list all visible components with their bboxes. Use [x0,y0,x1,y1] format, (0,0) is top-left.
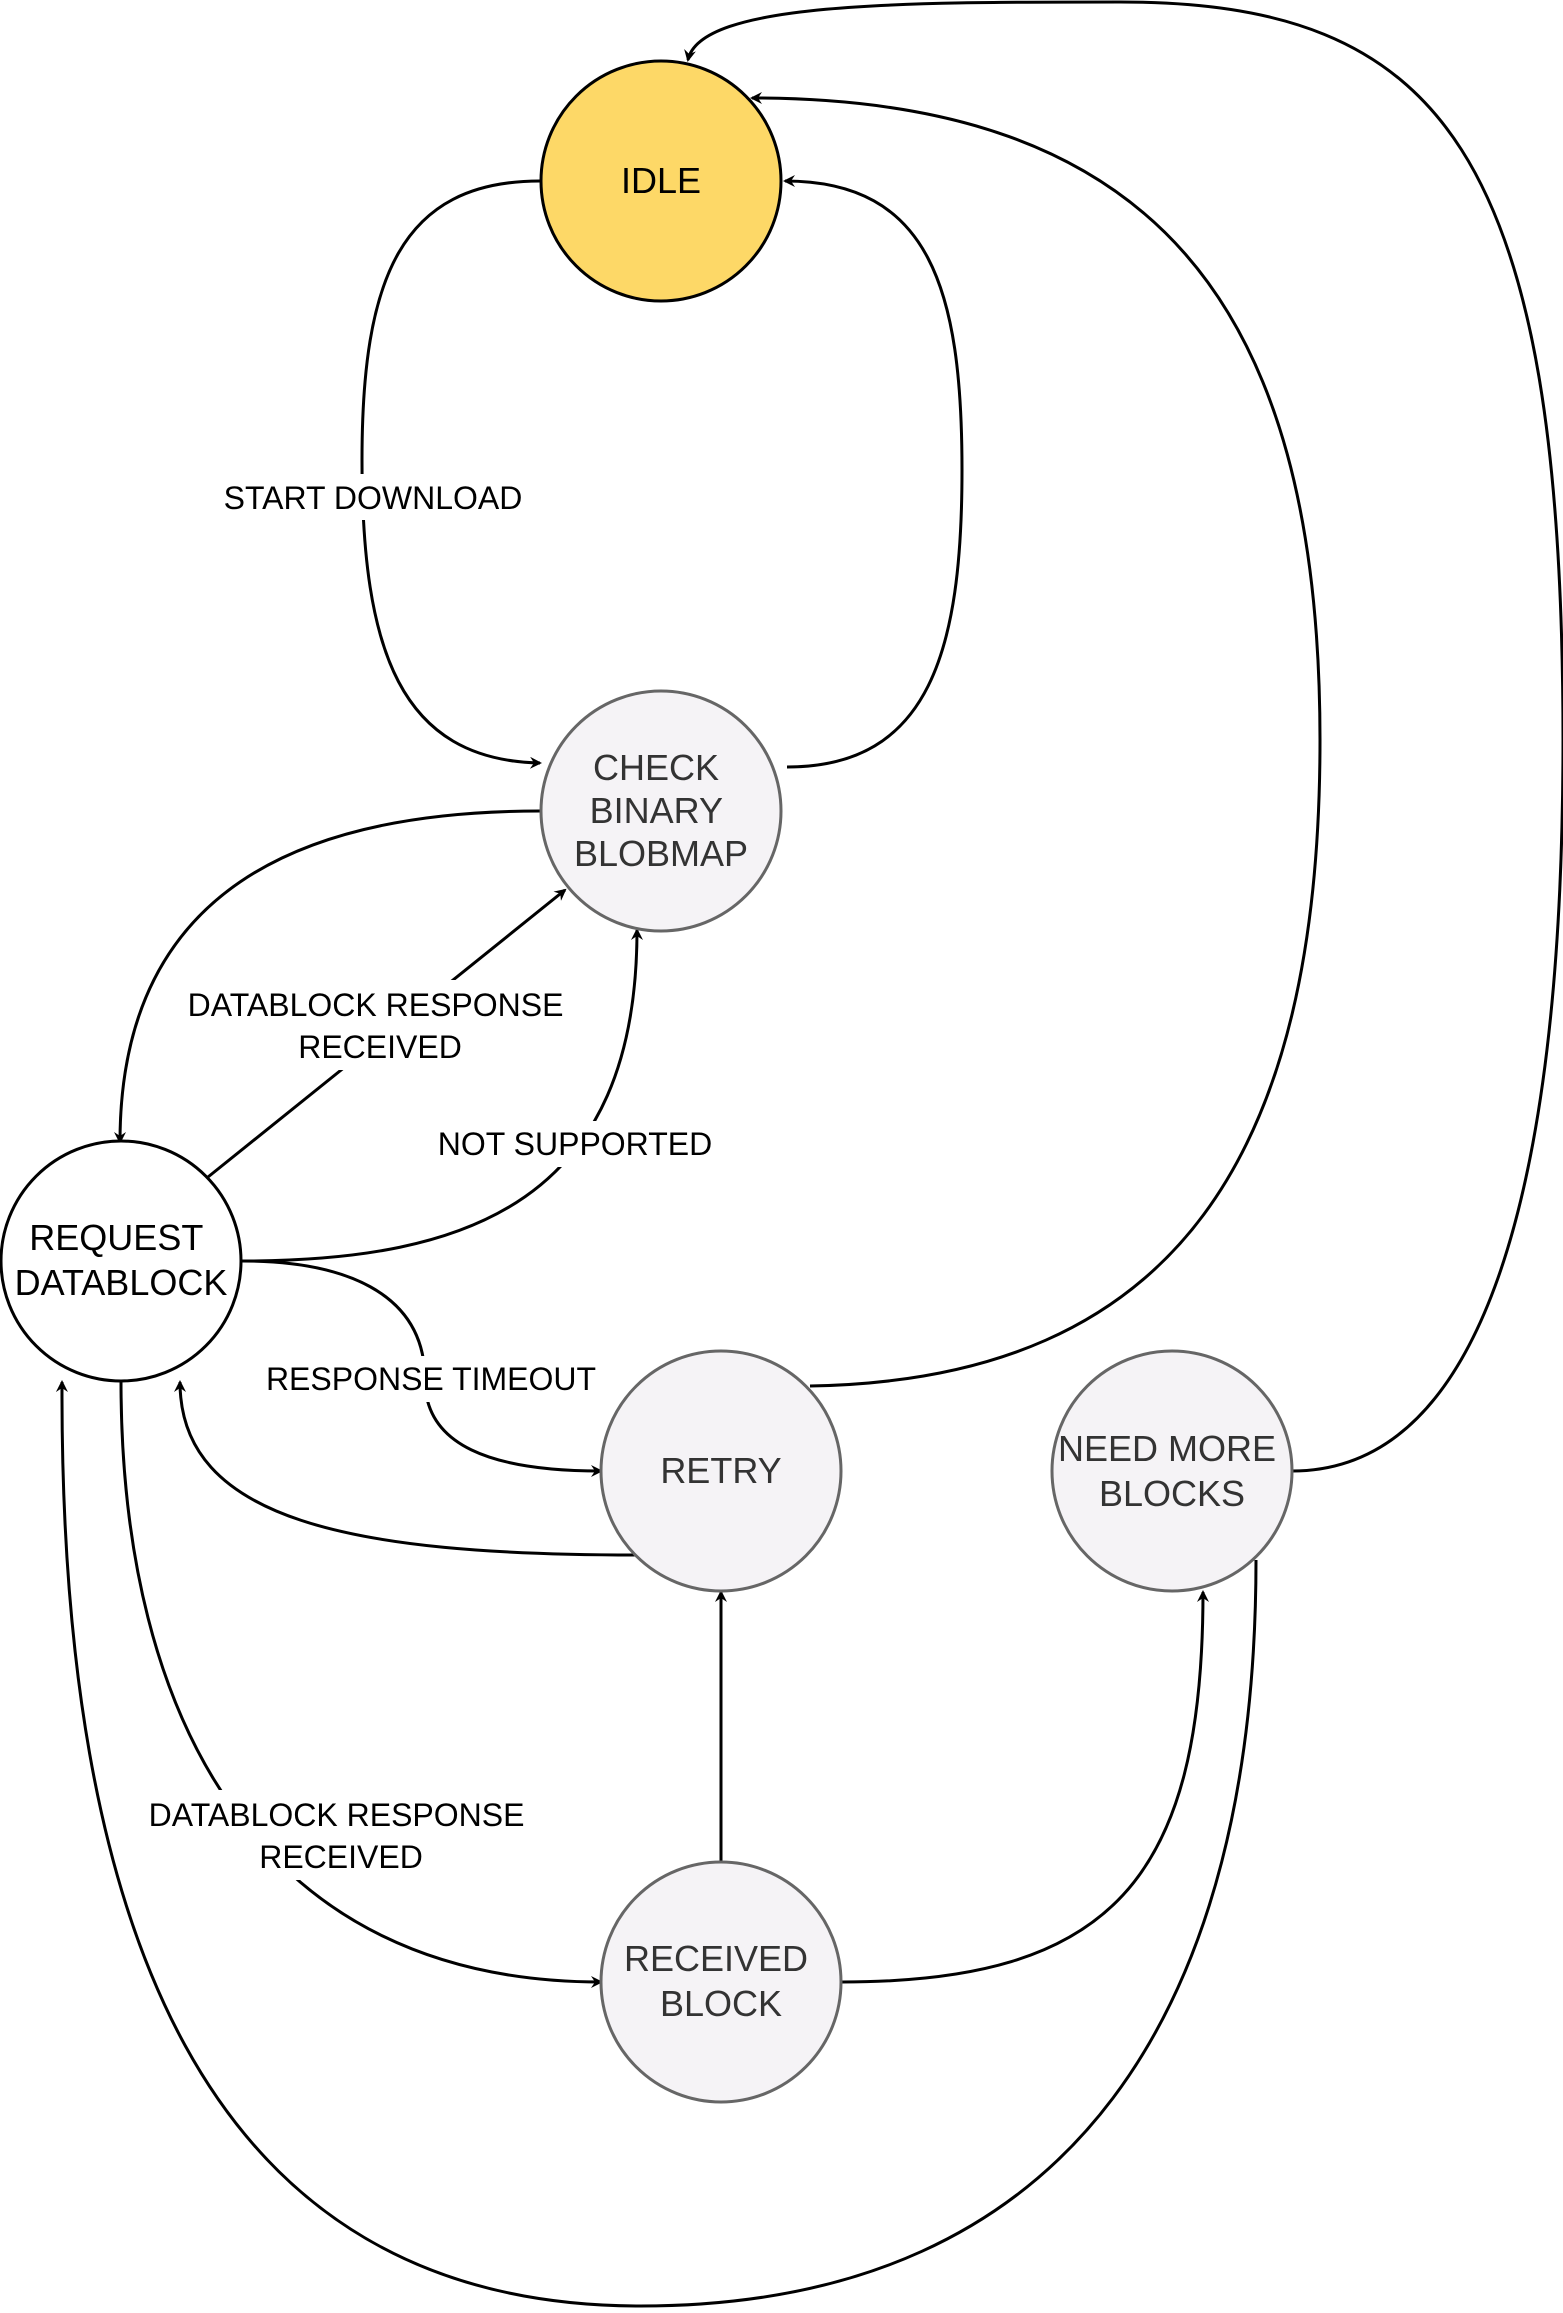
edge-request-to-check-not-supported [241,928,643,1263]
start-download-label: START DOWNLOAD [224,480,523,516]
edge-retry-to-idle [750,92,1322,1388]
state-idle: IDLE [539,59,783,303]
datablock-response-received-upper-label: DATABLOCK RESPONSE RECEIVED [188,987,573,1065]
edge-check-to-idle [783,175,964,769]
datablock-response-received-lower-label: DATABLOCK RESPONSE RECEIVED [149,1797,534,1875]
svg-text:IDLE: IDLE [621,160,701,201]
not-supported-label: NOT SUPPORTED [438,1126,712,1162]
edges [55,0,1563,2308]
edge-need-more-to-request [55,1380,1258,2308]
edge-labels: START DOWNLOAD DATABLOCK RESPONSE RECEIV… [142,474,725,1880]
edge-received-to-need-more [841,1590,1209,1984]
response-timeout-label: RESPONSE TIMEOUT [266,1361,596,1397]
svg-text:RETRY: RETRY [660,1450,781,1491]
svg-text:RECEIVED BLOCK: RECEIVED BLOCK [624,1938,818,2024]
edge-need-more-to-idle [684,0,1563,1473]
state-request-datablock: REQUEST DATABLOCK [0,1139,243,1383]
edge-request-to-received [119,1380,603,1988]
state-retry: RETRY [599,1349,843,1593]
svg-text:CHECK BINARY BLOBM: CHECK BINARY BLOBMAP [574,747,748,874]
edge-retry-to-request [174,1380,638,1557]
svg-text:NEED MORE BLOCKS: NEED MORE BLOCKS [1058,1428,1286,1514]
svg-text:REQUEST DATABLOCK: REQUEST DATABLOCK [15,1217,228,1303]
edge-idle-to-check [360,179,542,769]
edge-check-to-request [114,809,541,1144]
state-received-block: RECEIVED BLOCK [599,1860,843,2104]
state-need-more-blocks: NEED MORE BLOCKS [1050,1349,1294,1593]
state-check-binary-blobmap: CHECK BINARY BLOBMAP [539,689,783,933]
